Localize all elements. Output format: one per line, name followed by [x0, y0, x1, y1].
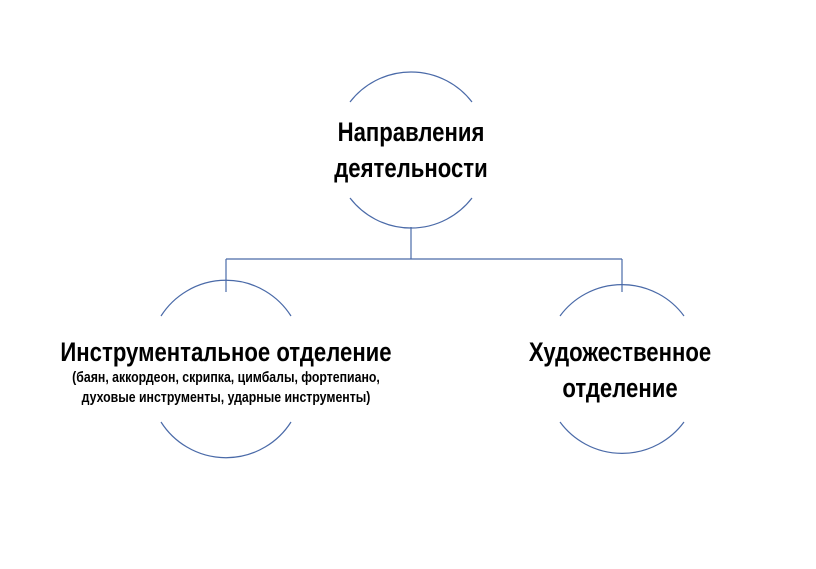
instrumental-node: Инструментальное отделение (баян, аккорд…	[0, 334, 452, 408]
left-arc-bottom	[160, 421, 292, 459]
root-title-line-1: Направления	[337, 117, 485, 147]
art-title-line-1: Художественное	[528, 337, 712, 367]
root-node: Направления деятельности	[261, 114, 561, 186]
root-title-line-2: деятельности	[334, 153, 488, 183]
instrumental-subtitle-line-1: (баян, аккордеон, скрипка, цимбалы, форт…	[72, 369, 380, 386]
right-arc-bottom	[559, 421, 685, 454]
art-node: Художественное отделение	[470, 334, 770, 406]
root-arc-top	[349, 71, 473, 103]
root-arc-bottom	[349, 197, 473, 229]
art-title-line-2: отделение	[562, 373, 678, 403]
instrumental-title: Инструментальное отделение	[60, 337, 392, 367]
instrumental-subtitle-line-2: духовые инструменты, ударные инструменты…	[81, 389, 371, 406]
